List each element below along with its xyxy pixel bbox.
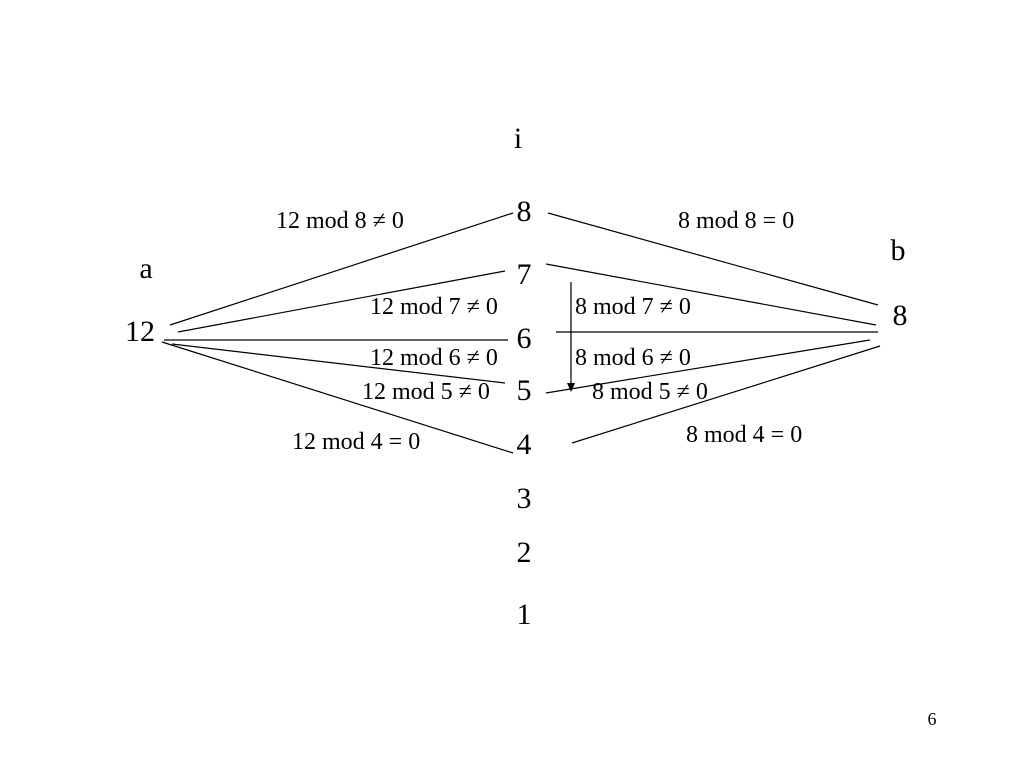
down-arrow-head <box>567 383 575 392</box>
right-equation-8: 8 mod 8 = 0 <box>678 208 795 234</box>
i-value-7: 7 <box>516 258 532 291</box>
b-label: b <box>890 234 906 267</box>
line-4-to-8 <box>571 345 881 444</box>
line-12-to-5 <box>171 343 506 384</box>
left-equation-4: 12 mod 4 = 0 <box>292 429 421 455</box>
left-equation-7: 12 mod 7 ≠ 0 <box>370 294 498 320</box>
right-equation-7: 8 mod 7 ≠ 0 <box>575 294 691 320</box>
line-12-to-4 <box>161 341 514 454</box>
right-equation-4: 8 mod 4 = 0 <box>686 422 803 448</box>
i-value-3: 3 <box>516 482 532 515</box>
a-label: a <box>139 252 153 285</box>
line-8-to-8 <box>547 212 879 306</box>
left-equation-6: 12 mod 6 ≠ 0 <box>370 345 498 371</box>
line-12-to-8 <box>169 212 514 326</box>
i-value-8: 8 <box>516 195 532 228</box>
left-equation-8: 12 mod 8 ≠ 0 <box>276 208 404 234</box>
line-12-to-7 <box>177 270 506 333</box>
i-value-5: 5 <box>516 374 532 407</box>
page-number: 6 <box>927 709 937 729</box>
line-7-to-8 <box>545 263 877 326</box>
i-value-2: 2 <box>516 536 532 569</box>
i-value-1: 1 <box>516 598 532 631</box>
line-5-to-8 <box>545 339 871 394</box>
i-label: i <box>513 122 523 155</box>
a-value: 12 <box>125 315 155 348</box>
left-equation-5: 12 mod 5 ≠ 0 <box>362 379 490 405</box>
i-value-4: 4 <box>516 428 532 461</box>
right-equation-6: 8 mod 6 ≠ 0 <box>575 345 691 371</box>
right-equation-5: 8 mod 5 ≠ 0 <box>592 379 708 405</box>
i-value-6: 6 <box>516 322 532 355</box>
b-value: 8 <box>892 299 908 332</box>
